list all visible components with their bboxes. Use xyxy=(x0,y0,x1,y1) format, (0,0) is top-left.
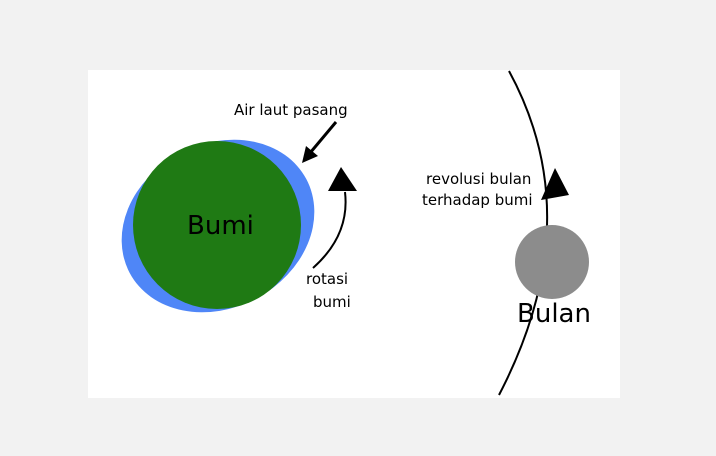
tide-pointer-line xyxy=(308,121,338,154)
earth-circle xyxy=(133,141,301,309)
earth-label: Bumi xyxy=(187,211,254,241)
orbit-arrowhead xyxy=(541,168,569,200)
rotation-label-line1: rotasi xyxy=(306,270,348,288)
revolution-label-line2: terhadap bumi xyxy=(422,191,533,209)
revolution-label-line1: revolusi bulan xyxy=(426,170,531,188)
rotation-arrow-line xyxy=(312,191,347,269)
rotation-arrowhead xyxy=(328,167,357,191)
tide-pointer-arrowhead xyxy=(302,146,318,163)
tide-label: Air laut pasang xyxy=(234,101,348,119)
moon-circle xyxy=(515,225,589,299)
moon-label: Bulan xyxy=(517,299,591,329)
rotation-label-line2: bumi xyxy=(313,293,351,311)
